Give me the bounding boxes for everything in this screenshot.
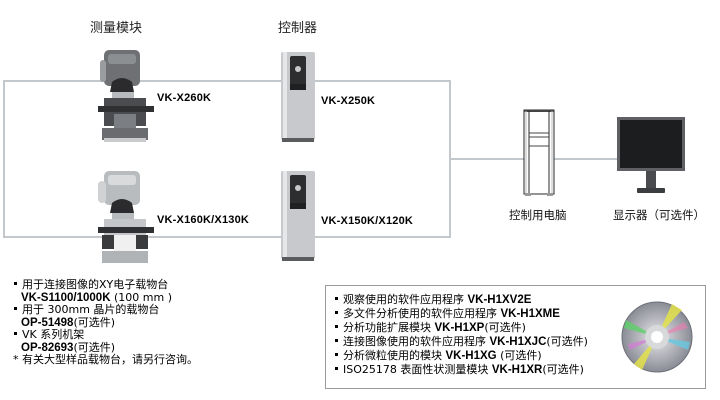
bullet-icon — [335, 353, 338, 356]
note-item: 用于连接图像的XY电子载物台 — [13, 278, 198, 292]
software-model: VK-H1XG — [445, 350, 497, 362]
bullet-icon — [335, 311, 338, 314]
note-model: VK-S1100/1000K — [21, 291, 111, 304]
measurement-unit-header: 测量模块 — [90, 21, 143, 36]
controller-header: 控制器 — [278, 21, 318, 36]
unit-bottom-model: VK-X160K/X130K — [157, 214, 250, 226]
unit-top-model: VK-X260K — [157, 92, 212, 104]
bullet-icon — [14, 307, 17, 310]
controller-top-image — [281, 52, 315, 142]
connector-bottom — [3, 236, 451, 238]
note-item: VK 系列机架 — [13, 328, 198, 342]
software-item: 分析微粒使用的模块 VK-H1XG (可选件) — [334, 349, 588, 363]
connector-top — [3, 80, 451, 82]
bullet-icon — [335, 339, 338, 342]
software-model: VK-H1XME — [500, 308, 560, 320]
monitor-icon — [617, 117, 685, 193]
monitor-label: 显示器（可选件） — [613, 208, 705, 222]
controller-bottom-image — [281, 171, 315, 261]
connector-left — [3, 80, 5, 238]
microscope-bottom-image — [98, 171, 154, 263]
software-box: 观察使用的软件应用程序 VK-H1XV2E 多文件分析使用的软件应用程序 VK-… — [325, 285, 706, 389]
note-model-row: OP-82693(可选件) — [21, 340, 116, 354]
note-model-row: VK-S1100/1000K (100 mm ) — [21, 290, 173, 304]
software-item: 分析功能扩展模块 VK-H1XP(可选件) — [334, 321, 588, 335]
controller-bottom-model: VK-X150K/X120K — [321, 215, 414, 227]
accessory-notes: 用于连接图像的XY电子载物台 VK-S1100/1000K (100 mm ) … — [13, 278, 198, 367]
software-item: 多文件分析使用的软件应用程序 VK-H1XME — [334, 307, 588, 321]
note-model: OP-82693 — [21, 341, 74, 354]
connector-to-monitor — [556, 158, 618, 160]
software-item: ISO25178 表面性状测量模块 VK-H1XR(可选件) — [334, 363, 588, 377]
bullet-icon — [14, 282, 17, 285]
software-item: 连接图像使用的软件应用程序 VK-H1XJC(可选件) — [334, 335, 588, 349]
microscope-top-image — [98, 50, 154, 142]
software-model: VK-H1XP — [434, 322, 485, 334]
bullet-icon — [14, 332, 17, 335]
bullet-icon — [335, 325, 338, 328]
software-model: VK-H1XR — [491, 364, 543, 376]
cd-disc-icon — [621, 301, 693, 373]
software-model: VK-H1XJC — [489, 336, 547, 348]
pc-label: 控制用电脑 — [509, 208, 567, 222]
software-list: 观察使用的软件应用程序 VK-H1XV2E 多文件分析使用的软件应用程序 VK-… — [334, 293, 588, 377]
note-model: OP-51498 — [21, 316, 74, 329]
note-item: 用于 300mm 晶片的载物台 — [13, 303, 198, 317]
software-item: 观察使用的软件应用程序 VK-H1XV2E — [334, 293, 588, 307]
software-model: VK-H1XV2E — [467, 294, 532, 306]
note-model-row: OP-51498(可选件) — [21, 315, 116, 329]
controller-top-model: VK-X250K — [321, 95, 376, 107]
footnote: * 有关大型样品载物台，请另行咨询。 — [13, 353, 198, 366]
pc-tower-icon — [523, 109, 555, 196]
bullet-icon — [335, 297, 338, 300]
bullet-icon — [335, 367, 338, 370]
